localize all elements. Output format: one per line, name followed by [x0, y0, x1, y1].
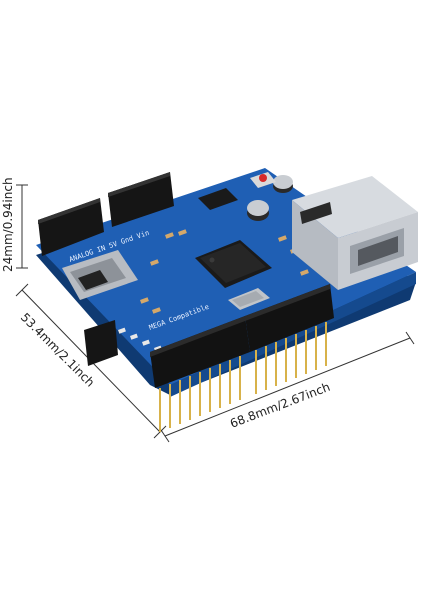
- ethernet-shield-board: ANALOG IN 5V Gnd Vin MEGA Compatible: [36, 168, 418, 432]
- width-label: 53.4mm/2.1inch: [18, 310, 97, 389]
- rj45-ethernet-jack: [292, 176, 418, 290]
- front-stacking-header: [150, 284, 334, 388]
- height-label: 24mm/0.94inch: [1, 177, 15, 272]
- sd-card-slot: [62, 250, 138, 300]
- front-left-header: [84, 320, 118, 366]
- w5100-chip: [195, 240, 272, 288]
- header-pins: [159, 322, 327, 432]
- length-label: 68.8mm/2.67inch: [228, 380, 332, 431]
- female-header-center: [108, 172, 174, 227]
- crystal-oscillator: [228, 288, 270, 310]
- small-ic: [198, 188, 238, 210]
- capacitor-mid: [247, 200, 269, 221]
- female-header-left: [38, 198, 104, 256]
- capacitor-top: [273, 175, 293, 193]
- dimension-height: 24mm/0.94inch: [1, 177, 28, 272]
- reset-button: [250, 172, 276, 188]
